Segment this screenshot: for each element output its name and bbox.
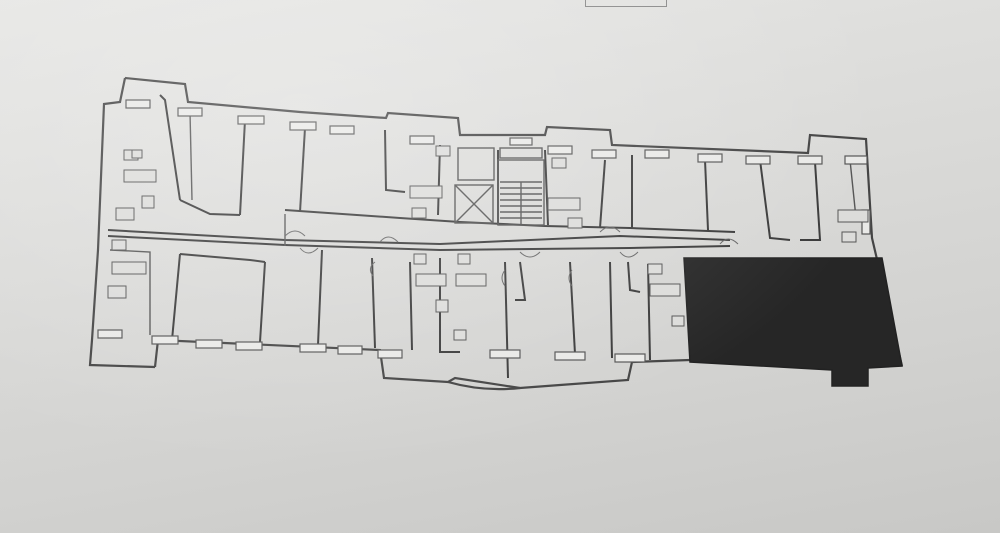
bay-window xyxy=(447,380,521,391)
corridor-walls xyxy=(107,209,736,252)
windows xyxy=(97,99,871,363)
bottom-partitions xyxy=(109,249,651,379)
paper-tab xyxy=(585,0,667,7)
stair-core xyxy=(454,147,545,226)
door-swings xyxy=(284,226,739,287)
bathroom-fixtures xyxy=(107,145,869,341)
shaded-apartment xyxy=(683,257,903,387)
